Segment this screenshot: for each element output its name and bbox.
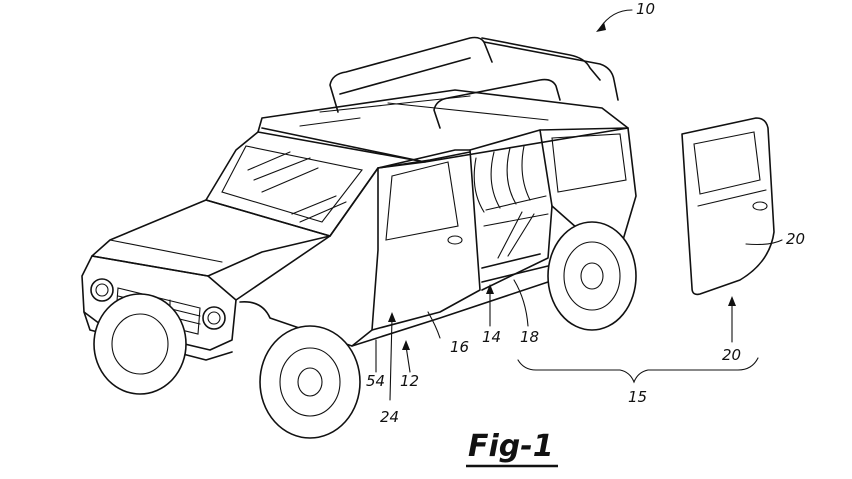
detached-door-crease bbox=[697, 189, 767, 207]
ref-16: 16 bbox=[450, 338, 469, 356]
front-fascia bbox=[81, 255, 237, 351]
front-door-handle bbox=[447, 235, 463, 245]
seat-back bbox=[473, 145, 531, 213]
headlight-left-inner bbox=[95, 283, 109, 297]
ref-20-door: 20 bbox=[786, 230, 805, 248]
detached-door-window bbox=[693, 131, 761, 195]
detached-rear-door bbox=[681, 117, 775, 296]
body-side bbox=[235, 167, 379, 347]
headlight-right bbox=[202, 306, 226, 330]
front-right-wheel bbox=[259, 325, 361, 439]
hood-crease bbox=[109, 239, 223, 263]
rear-quarter-window bbox=[551, 133, 627, 193]
roll-bar-front bbox=[329, 36, 493, 113]
headlight-right-inner bbox=[207, 311, 221, 325]
roll-bar-cross bbox=[483, 41, 619, 101]
side-sill bbox=[481, 253, 549, 283]
ref-18: 18 bbox=[520, 328, 539, 346]
windshield-glare bbox=[247, 151, 347, 223]
roof bbox=[257, 89, 629, 163]
roll-bar-rear bbox=[339, 37, 601, 95]
ref-12: 12 bbox=[400, 372, 419, 390]
bracket-15 bbox=[517, 357, 759, 384]
front-door bbox=[371, 149, 481, 331]
figure-caption: Fig-1 bbox=[468, 429, 554, 464]
roll-bar-side bbox=[433, 78, 561, 129]
b-pillar-bars bbox=[483, 195, 549, 259]
front-door-window bbox=[385, 161, 459, 241]
ref-10: 10 bbox=[636, 0, 655, 18]
windshield-glass bbox=[221, 145, 363, 223]
roof-seams bbox=[299, 95, 549, 127]
headlight-left bbox=[90, 278, 114, 302]
ref-20-arrow: 20 bbox=[722, 346, 741, 364]
rear-right-wheel bbox=[547, 221, 637, 331]
ref-15: 15 bbox=[628, 388, 647, 406]
detached-door-handle bbox=[752, 201, 768, 211]
leader-lines bbox=[375, 9, 783, 401]
ref-54: 54 bbox=[366, 372, 385, 390]
vehicle-body bbox=[81, 36, 637, 361]
ref-14: 14 bbox=[482, 328, 501, 346]
hood bbox=[91, 199, 331, 277]
ref-24: 24 bbox=[380, 408, 399, 426]
a-pillar-side bbox=[377, 151, 471, 169]
front-left-wheel bbox=[93, 293, 187, 395]
